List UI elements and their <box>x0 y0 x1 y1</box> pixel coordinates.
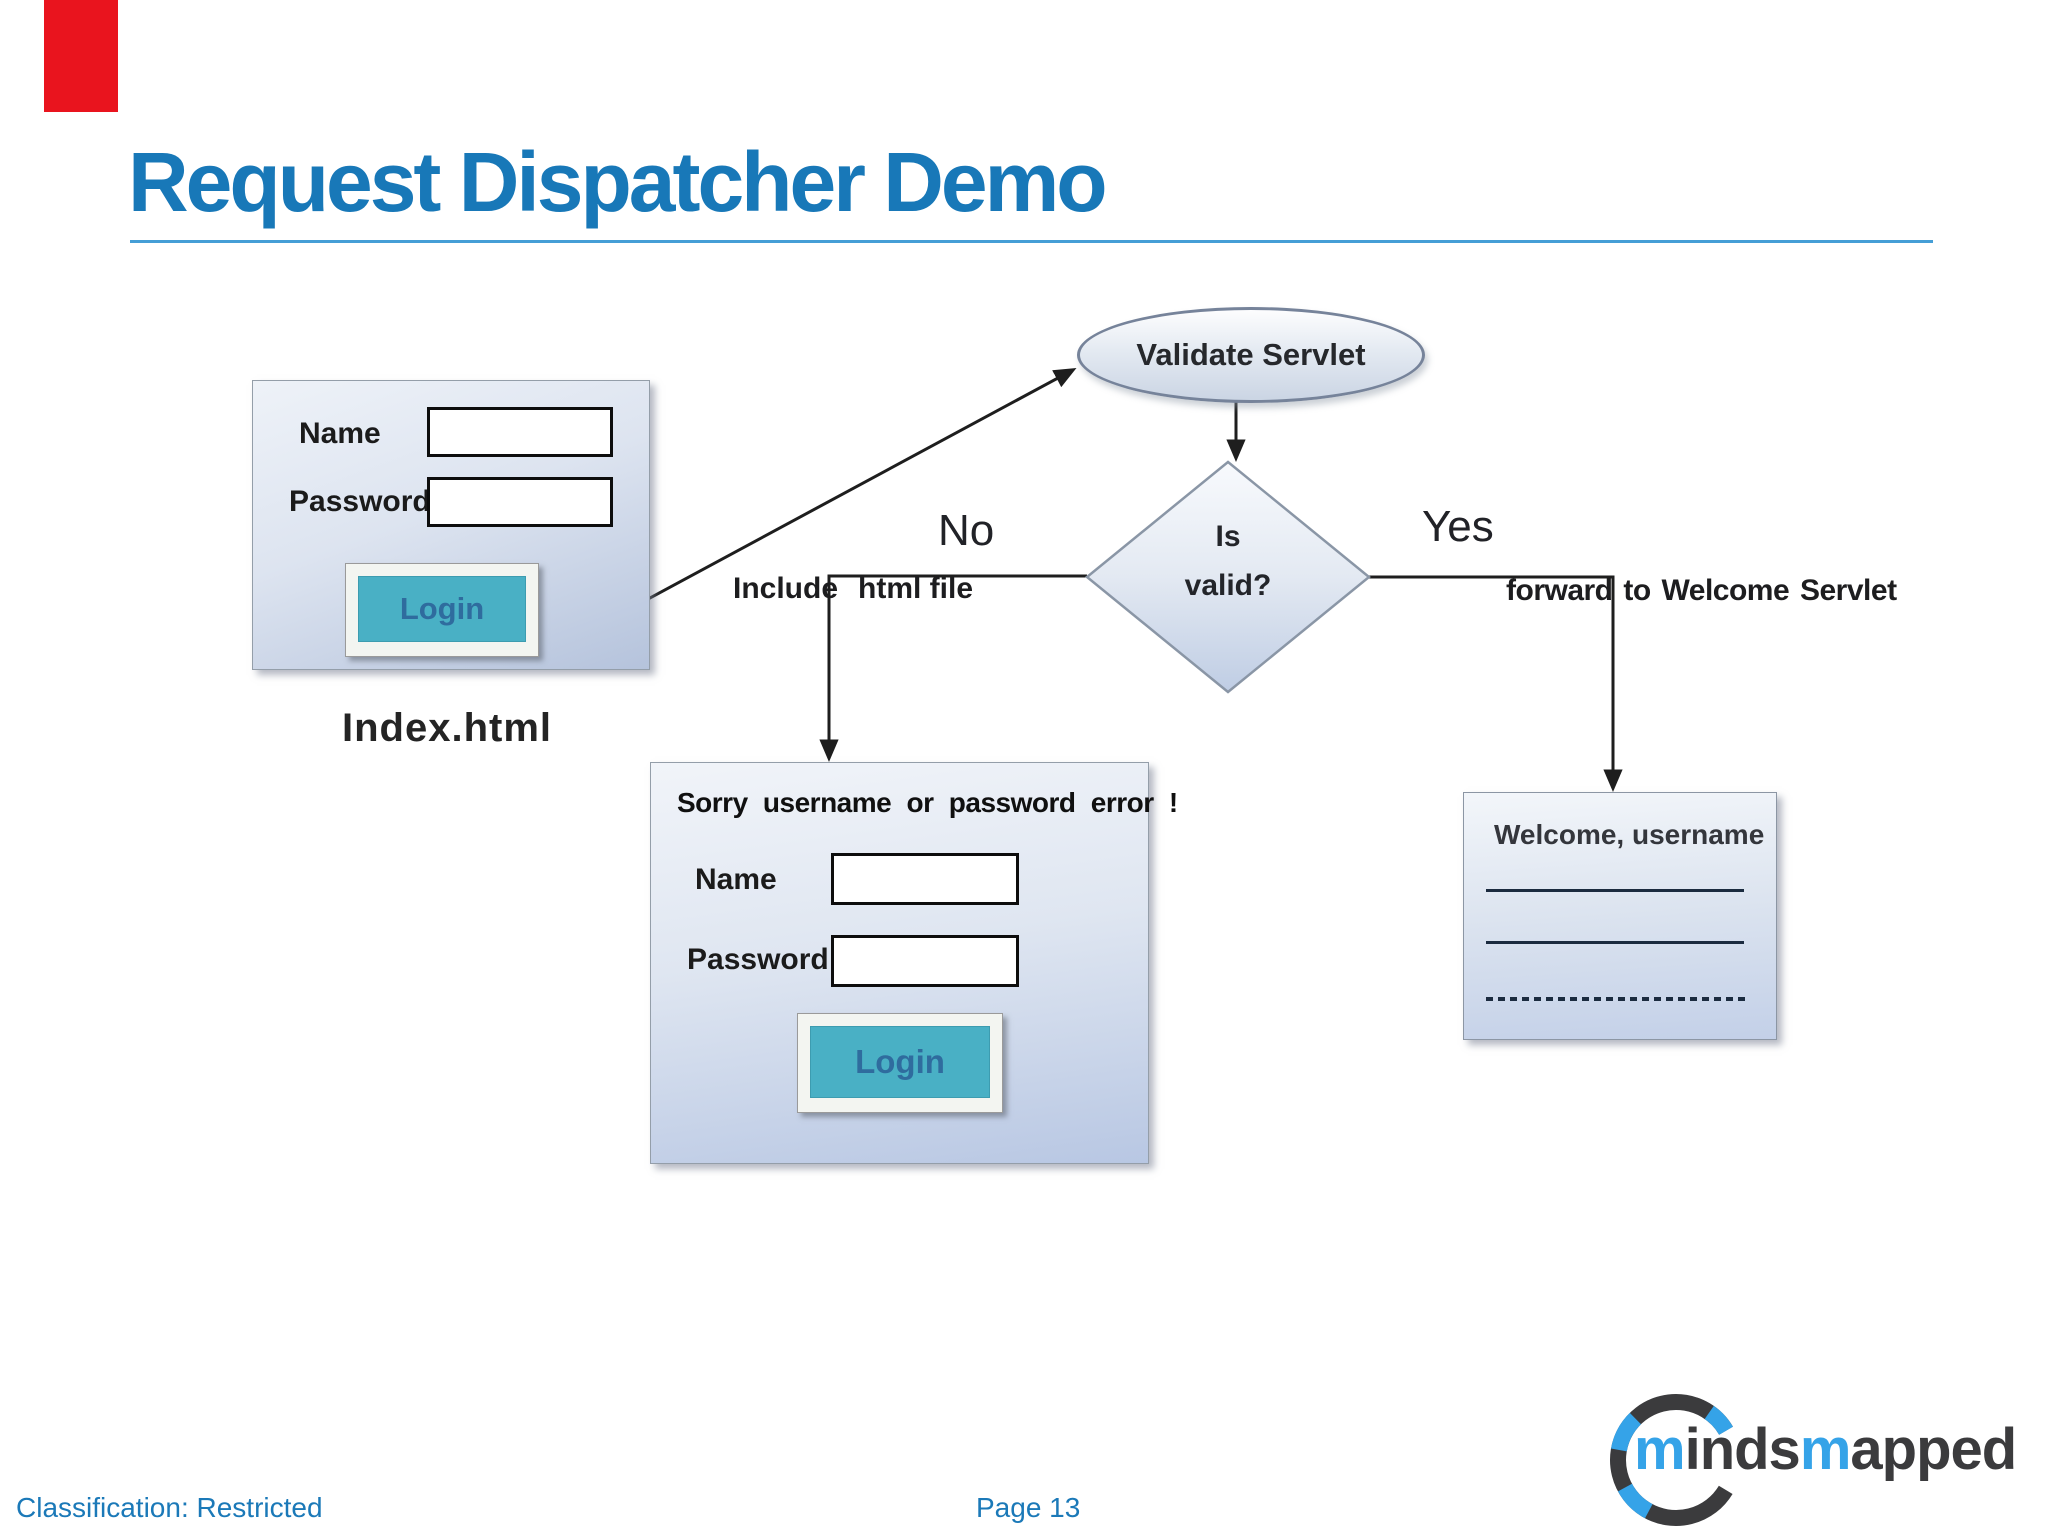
yes-branch-label: Yes <box>1422 502 1494 551</box>
decision-diamond-shape <box>1085 460 1371 694</box>
error-login-form: Sorry username or password error ! Name … <box>650 762 1178 1164</box>
index-login-button[interactable]: Login <box>345 563 539 657</box>
logo-seg-2: inds <box>1684 1417 1801 1482</box>
mindsmapped-logo: mindsmapped <box>1580 1378 2048 1536</box>
welcome-dashed-rule <box>1486 997 1748 1001</box>
error-password-input[interactable] <box>831 935 1019 987</box>
index-name-input[interactable] <box>427 407 613 457</box>
logo-seg-1: m <box>1634 1417 1686 1482</box>
logo-seg-4: apped <box>1850 1417 2017 1482</box>
index-html-caption: Index.html <box>342 706 553 750</box>
welcome-rule-1 <box>1486 889 1744 892</box>
error-password-label: Password <box>687 943 829 976</box>
error-name-input[interactable] <box>831 853 1019 905</box>
index-password-label: Password <box>289 485 431 518</box>
decision-line2: valid? <box>1184 569 1272 602</box>
decision-line1: Is <box>1215 520 1241 553</box>
error-login-button-face[interactable]: Login <box>810 1026 990 1098</box>
welcome-rule-2 <box>1486 941 1744 944</box>
red-corner-marker <box>44 0 118 112</box>
logo-seg-3: m <box>1799 1417 1852 1482</box>
include-html-file-note: Include html file <box>733 572 973 606</box>
logo-wordmark: mindsmapped <box>1634 1416 2017 1483</box>
index-login-form: Name Password Login <box>252 380 650 670</box>
page-title: Request Dispatcher Demo <box>128 135 1108 229</box>
welcome-box: Welcome, username <box>1463 792 1777 1040</box>
index-password-input[interactable] <box>427 477 613 527</box>
forward-welcome-note: forward to Welcome Servlet <box>1506 574 1897 607</box>
validate-servlet-node: Validate Servlet <box>1077 307 1425 403</box>
welcome-text: Welcome, username <box>1494 819 1765 850</box>
error-login-button[interactable]: Login <box>797 1013 1003 1113</box>
error-message: Sorry username or password error ! <box>677 787 1178 818</box>
error-name-label: Name <box>695 863 777 896</box>
validate-servlet-label: Validate Servlet <box>1136 337 1366 372</box>
index-login-button-face[interactable]: Login <box>358 576 526 642</box>
page-number: Page 13 <box>976 1492 1081 1523</box>
logo-ring-icon <box>1610 1393 1742 1526</box>
classification-footer: Classification: Restricted <box>16 1492 323 1523</box>
decision-node-text: Is valid? <box>1103 512 1353 610</box>
title-underline <box>130 240 1933 243</box>
no-branch-label: No <box>938 506 995 555</box>
index-name-label: Name <box>299 417 381 450</box>
include-note-left: Include <box>733 572 839 605</box>
include-note-right: html file <box>858 572 974 605</box>
